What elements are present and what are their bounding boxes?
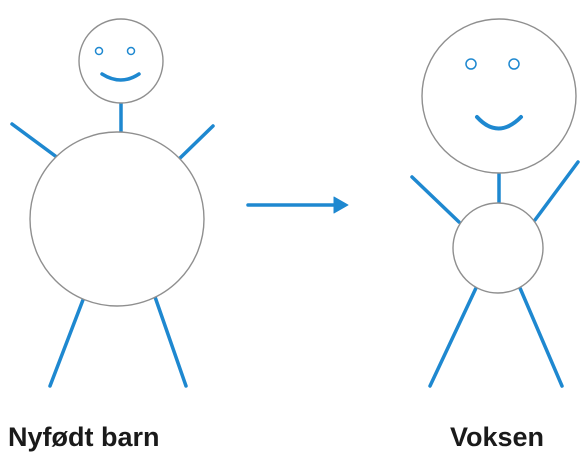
- adult-left-arm: [410, 175, 461, 224]
- newborn-right-eye: [126, 46, 136, 56]
- adult-body: [452, 202, 544, 294]
- adult-figure: [410, 18, 580, 388]
- newborn-smile: [100, 72, 141, 82]
- adult-head: [421, 18, 577, 174]
- newborn-head: [78, 18, 164, 104]
- adult-right-arm: [533, 160, 580, 222]
- newborn-figure: [10, 18, 215, 388]
- newborn-body: [29, 131, 205, 307]
- newborn-label: Nyfødt barn: [8, 422, 160, 452]
- newborn-left-eye: [94, 46, 104, 56]
- right-arrow-icon: [246, 196, 349, 214]
- adult-left-leg: [428, 286, 478, 388]
- adult-label: Voksen: [450, 422, 545, 452]
- adult-right-leg: [518, 286, 564, 388]
- newborn-left-leg: [48, 290, 88, 388]
- adult-smile: [475, 115, 523, 131]
- adult-right-eye: [508, 58, 520, 70]
- newborn-left-arm: [10, 122, 60, 160]
- adult-left-eye: [465, 58, 477, 70]
- newborn-right-arm: [176, 124, 215, 162]
- newborn-right-leg: [152, 292, 188, 388]
